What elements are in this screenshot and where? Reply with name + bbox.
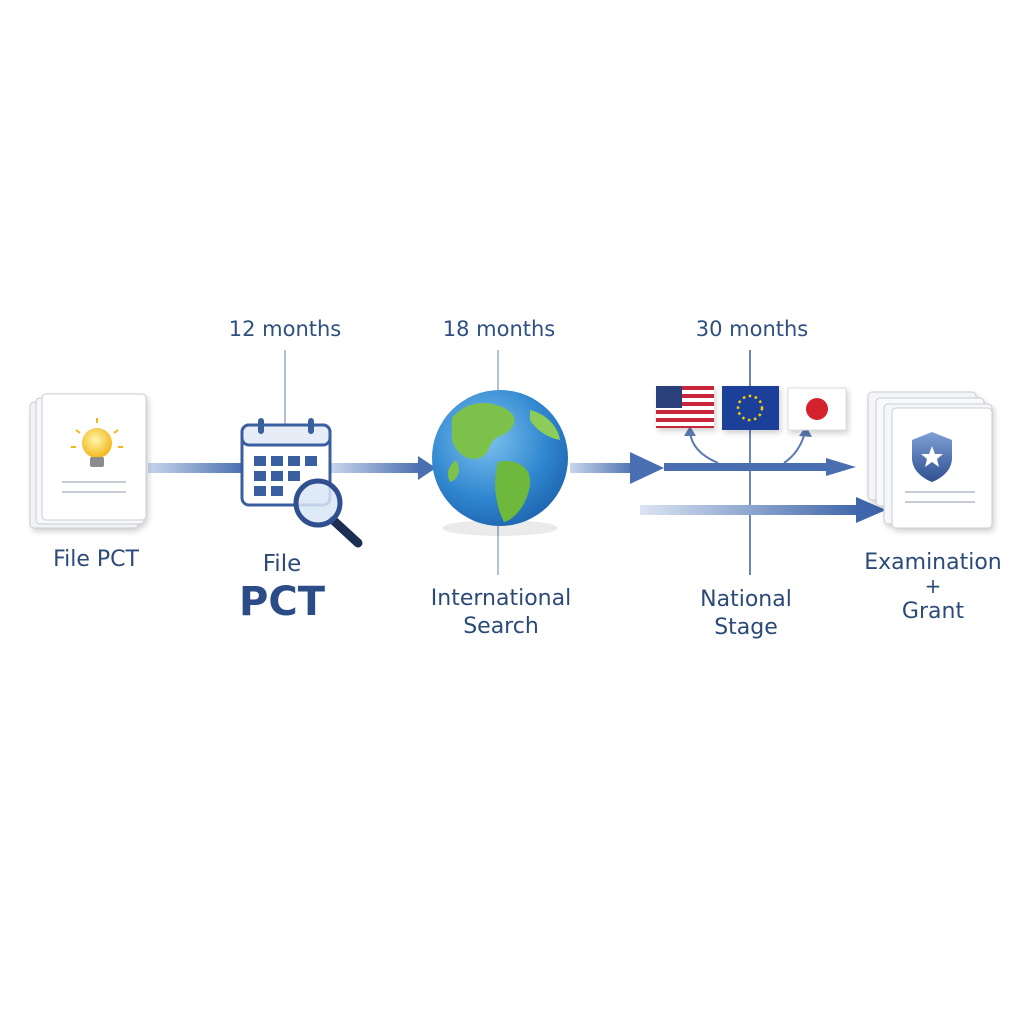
connector-jp: [784, 432, 805, 463]
japan-flag-icon: [788, 388, 846, 430]
step-examination-line-1: Examination: [852, 550, 1014, 576]
step-international-line-2: Search: [412, 614, 590, 640]
timing-30-months: 30 months: [679, 317, 825, 342]
step-national-line-2: Stage: [676, 615, 816, 641]
globe-icon: [432, 390, 568, 536]
step-international-line-1: International: [412, 586, 590, 612]
step-national-line-1: National: [676, 587, 816, 613]
step-file-pct-small: File PCT: [30, 547, 162, 573]
granted-patent-icon: [868, 392, 992, 528]
step-examination-line-3: Grant: [852, 599, 1014, 625]
arrow-segment-1: [148, 463, 243, 473]
arrow-national-lower: [640, 505, 860, 515]
arrowhead-3: [630, 452, 664, 484]
arrowhead-national-upper: [826, 458, 856, 476]
step-examination-plus: +: [852, 574, 1014, 598]
timing-18-months: 18 months: [426, 317, 572, 342]
step-pct-word: PCT: [212, 578, 352, 626]
eu-flag-icon: [722, 386, 779, 430]
arrow-national-upper: [664, 463, 829, 471]
invention-document-icon: [30, 394, 146, 528]
arrow-segment-2: [330, 463, 420, 473]
connector-us: [690, 432, 718, 463]
us-flag-icon: [656, 386, 714, 428]
step-file-word: File: [222, 551, 342, 579]
arrow-segment-3: [570, 463, 635, 473]
timing-12-months: 12 months: [212, 317, 358, 342]
magnifier-icon: [296, 481, 358, 543]
